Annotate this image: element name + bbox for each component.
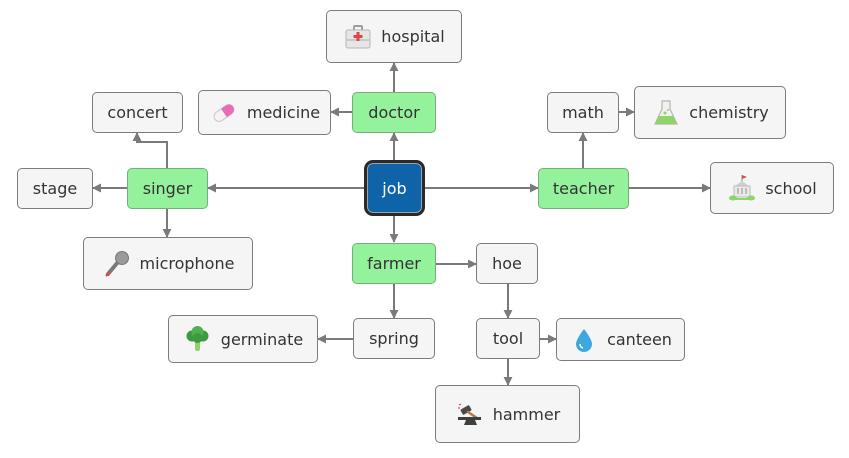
water-drop-icon (569, 325, 599, 355)
node-farmer-label: farmer (367, 254, 421, 273)
node-math-label: math (562, 103, 604, 122)
node-spring-label: spring (369, 329, 419, 348)
node-doctor[interactable]: doctor (352, 92, 436, 133)
first-aid-kit-icon (343, 22, 373, 52)
node-hospital-label: hospital (381, 27, 445, 46)
node-medicine[interactable]: medicine (198, 90, 331, 135)
node-teacher-label: teacher (552, 179, 615, 198)
flask-icon (651, 98, 681, 128)
node-singer[interactable]: singer (127, 168, 208, 209)
node-singer-label: singer (142, 179, 193, 198)
school-building-icon (727, 173, 757, 203)
node-hospital[interactable]: hospital (326, 10, 462, 63)
node-hammer[interactable]: hammer (435, 385, 580, 443)
node-hammer-label: hammer (492, 404, 561, 424)
node-teacher[interactable]: teacher (538, 168, 629, 209)
node-concert-label: concert (107, 103, 168, 122)
node-chemistry-label: chemistry (689, 103, 769, 122)
node-hoe-label: hoe (492, 254, 522, 273)
node-doctor-label: doctor (368, 103, 420, 122)
node-chemistry[interactable]: chemistry (634, 86, 786, 139)
node-germinate-label: germinate (220, 329, 304, 349)
node-spring[interactable]: spring (353, 318, 435, 359)
node-school-label: school (765, 178, 817, 198)
pill-capsule-icon (209, 98, 239, 128)
node-hoe[interactable]: hoe (476, 243, 538, 284)
microphone-icon (102, 249, 132, 279)
node-stage[interactable]: stage (17, 168, 93, 209)
root-node-label: job (382, 178, 407, 198)
root-node-job[interactable]: job (364, 160, 425, 216)
broccoli-icon (183, 324, 213, 354)
edge-singer-concert (132, 132, 168, 168)
node-microphone[interactable]: microphone (83, 237, 253, 290)
node-germinate[interactable]: germinate (168, 315, 318, 363)
node-canteen-label: canteen (607, 330, 672, 349)
node-canteen[interactable]: canteen (556, 318, 685, 361)
node-tool-label: tool (492, 329, 524, 348)
node-tool[interactable]: tool (476, 318, 540, 359)
node-concert[interactable]: concert (92, 92, 183, 133)
hammer-anvil-icon (455, 399, 485, 429)
node-medicine-label: medicine (246, 103, 321, 122)
node-school[interactable]: school (710, 162, 834, 214)
node-farmer[interactable]: farmer (352, 243, 436, 284)
node-stage-label: stage (32, 179, 78, 198)
node-math[interactable]: math (547, 92, 619, 133)
node-microphone-label: microphone (139, 254, 235, 273)
